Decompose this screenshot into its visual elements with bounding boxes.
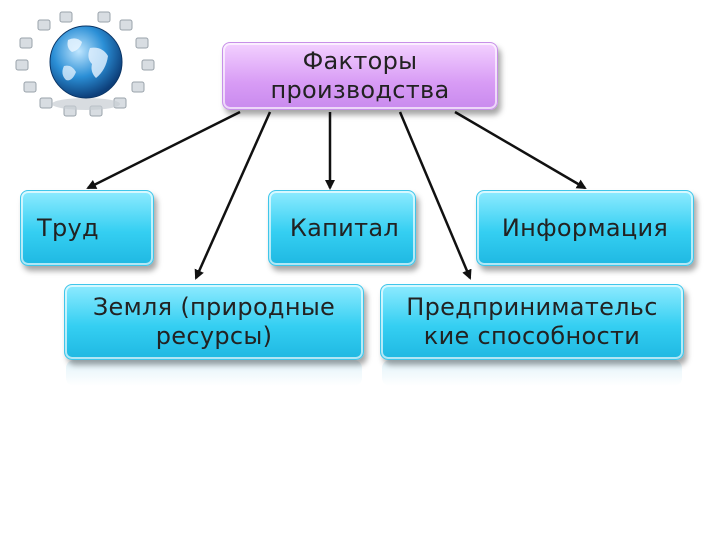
- land-label: Земля (природные ресурсы): [92, 293, 336, 350]
- information-box: Информация: [476, 190, 694, 266]
- capital-label: Капитал: [289, 213, 399, 242]
- land-box: Земля (природные ресурсы): [64, 284, 364, 360]
- information-label: Информация: [501, 213, 669, 242]
- land-box-reflection: [66, 360, 362, 386]
- globe-with-chairs-icon: [15, 11, 155, 117]
- arrow-to-labor: [86, 110, 241, 190]
- arrow-to-information: [454, 110, 587, 190]
- title-text: Факторы производства: [270, 47, 450, 104]
- entrepreneurship-box: Предпринимательс кие способности: [380, 284, 684, 360]
- arrow-to-entrepreneurship: [398, 111, 472, 280]
- labor-label: Труд: [37, 213, 99, 242]
- entrepreneurship-box-reflection: [382, 360, 682, 386]
- title-box: Факторы производства: [222, 42, 498, 110]
- arrow-to-land: [194, 111, 272, 280]
- entrepreneurship-label: Предпринимательс кие способности: [406, 293, 658, 350]
- labor-box: Труд: [20, 190, 154, 266]
- capital-box: Капитал: [268, 190, 416, 266]
